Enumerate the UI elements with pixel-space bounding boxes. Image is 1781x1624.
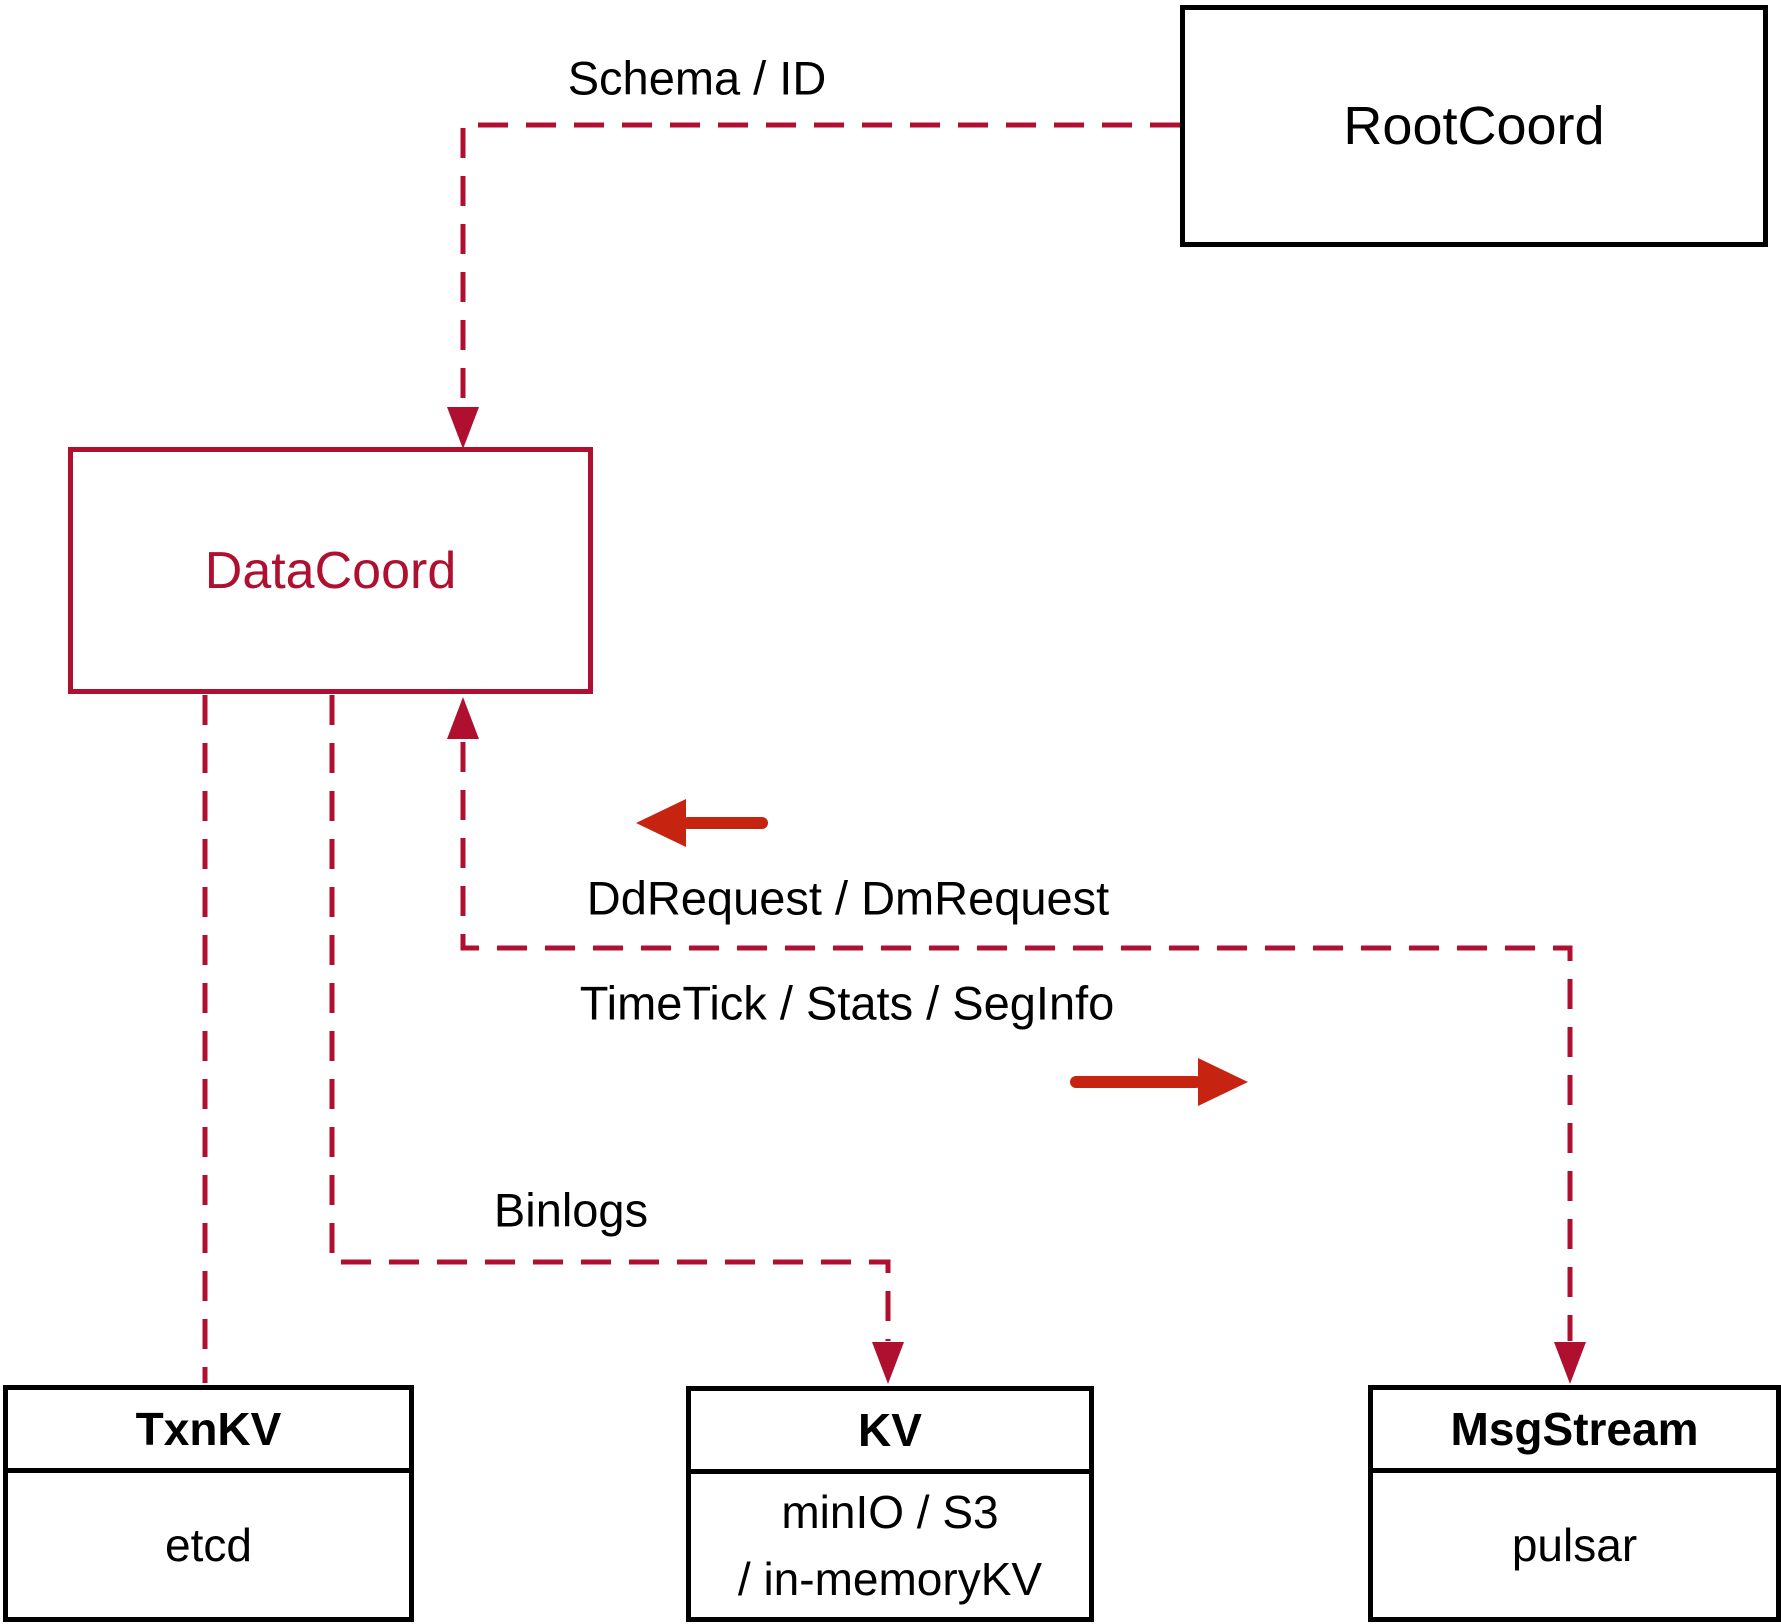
node-datacoord-label: DataCoord	[204, 541, 457, 600]
node-txnkv-title: TxnKV	[8, 1390, 409, 1473]
connector-binlogs	[329, 695, 904, 1384]
connector-schema-id	[447, 122, 1180, 449]
arrowhead-into-datacoord-top	[447, 407, 479, 449]
node-kv-content-line2: / in-memoryKV	[737, 1552, 1043, 1605]
node-txnkv: TxnKV etcd	[3, 1385, 414, 1622]
flow-arrow-right	[1070, 1058, 1248, 1106]
edge-label-ddrequest-dmrequest: DdRequest / DmRequest	[586, 871, 1110, 925]
edge-label-timetick-stats-seginfo: TimeTick / Stats / SegInfo	[579, 976, 1115, 1030]
connector-datacoord-msgstream	[447, 697, 1586, 1384]
node-rootcoord-label: RootCoord	[1343, 96, 1605, 156]
node-msgstream-content: pulsar	[1511, 1518, 1638, 1571]
node-rootcoord: RootCoord	[1180, 5, 1768, 247]
node-kv-content-line1: minIO / S3	[781, 1485, 999, 1538]
node-msgstream: MsgStream pulsar	[1368, 1385, 1781, 1622]
node-txnkv-content: etcd	[165, 1518, 252, 1571]
arrowhead-into-kv-top	[872, 1342, 904, 1384]
edge-label-binlogs: Binlogs	[493, 1183, 649, 1237]
node-kv: KV minIO / S3 / in-memoryKV	[686, 1386, 1094, 1622]
flow-arrow-left	[636, 799, 768, 847]
node-msgstream-title: MsgStream	[1373, 1390, 1776, 1473]
node-kv-title: KV	[691, 1391, 1089, 1474]
arrowhead-into-msgstream-top	[1554, 1342, 1586, 1384]
arrowhead-into-datacoord-bottom	[447, 697, 479, 739]
node-datacoord: DataCoord	[68, 447, 593, 694]
edge-label-schema-id: Schema / ID	[567, 51, 827, 105]
